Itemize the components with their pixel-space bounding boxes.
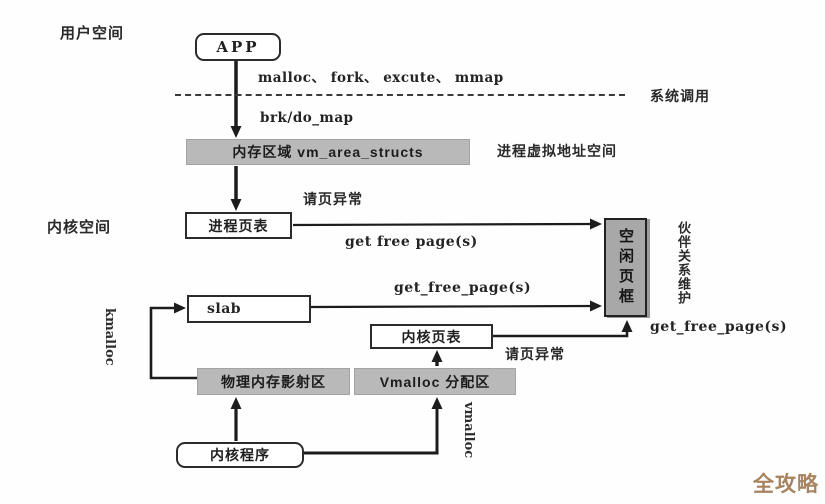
buddy-maintenance-label: 伙伴关系维护: [676, 221, 691, 305]
get-free-page-2-label: get_free_page(s): [394, 280, 532, 296]
syscall-boundary-line: [175, 94, 625, 96]
node-process-page-table: 进程页表: [185, 212, 292, 239]
watermark: 全攻略: [753, 473, 819, 496]
node-slab: slab: [187, 295, 311, 323]
brk-do-map-label: brk/do_map: [260, 110, 354, 126]
system-call-label: 系统调用: [650, 88, 710, 104]
page-fault-bottom-label: 请页异常: [505, 346, 565, 362]
node-physical-memory-map: 物理内存影射区: [197, 368, 350, 395]
node-vm-area-structs: 内存区域 vm_area_structs: [186, 139, 470, 165]
node-vmalloc-area: Vmalloc 分配区: [354, 368, 516, 395]
user-space-label: 用户空间: [60, 25, 125, 42]
process-virtual-address-space-label: 进程虚拟地址空间: [497, 143, 617, 159]
get-free-page-1-label: get free page(s): [345, 234, 478, 250]
get-free-page-3-label: get_free_page(s): [650, 319, 788, 335]
kmalloc-label: kmalloc: [102, 308, 117, 366]
node-kernel-page-table: 内核页表: [370, 324, 493, 349]
vmalloc-label: vmalloc: [461, 402, 476, 459]
node-app: APP: [195, 33, 281, 61]
page-fault-top-label: 请页异常: [303, 191, 363, 207]
node-free-page-frame: 空闲页框: [604, 218, 647, 317]
node-kernel-program: 内核程序: [176, 442, 304, 468]
syscalls-label: malloc、 fork、 excute、 mmap: [258, 70, 504, 86]
kernel-space-label: 内核空间: [47, 219, 112, 236]
